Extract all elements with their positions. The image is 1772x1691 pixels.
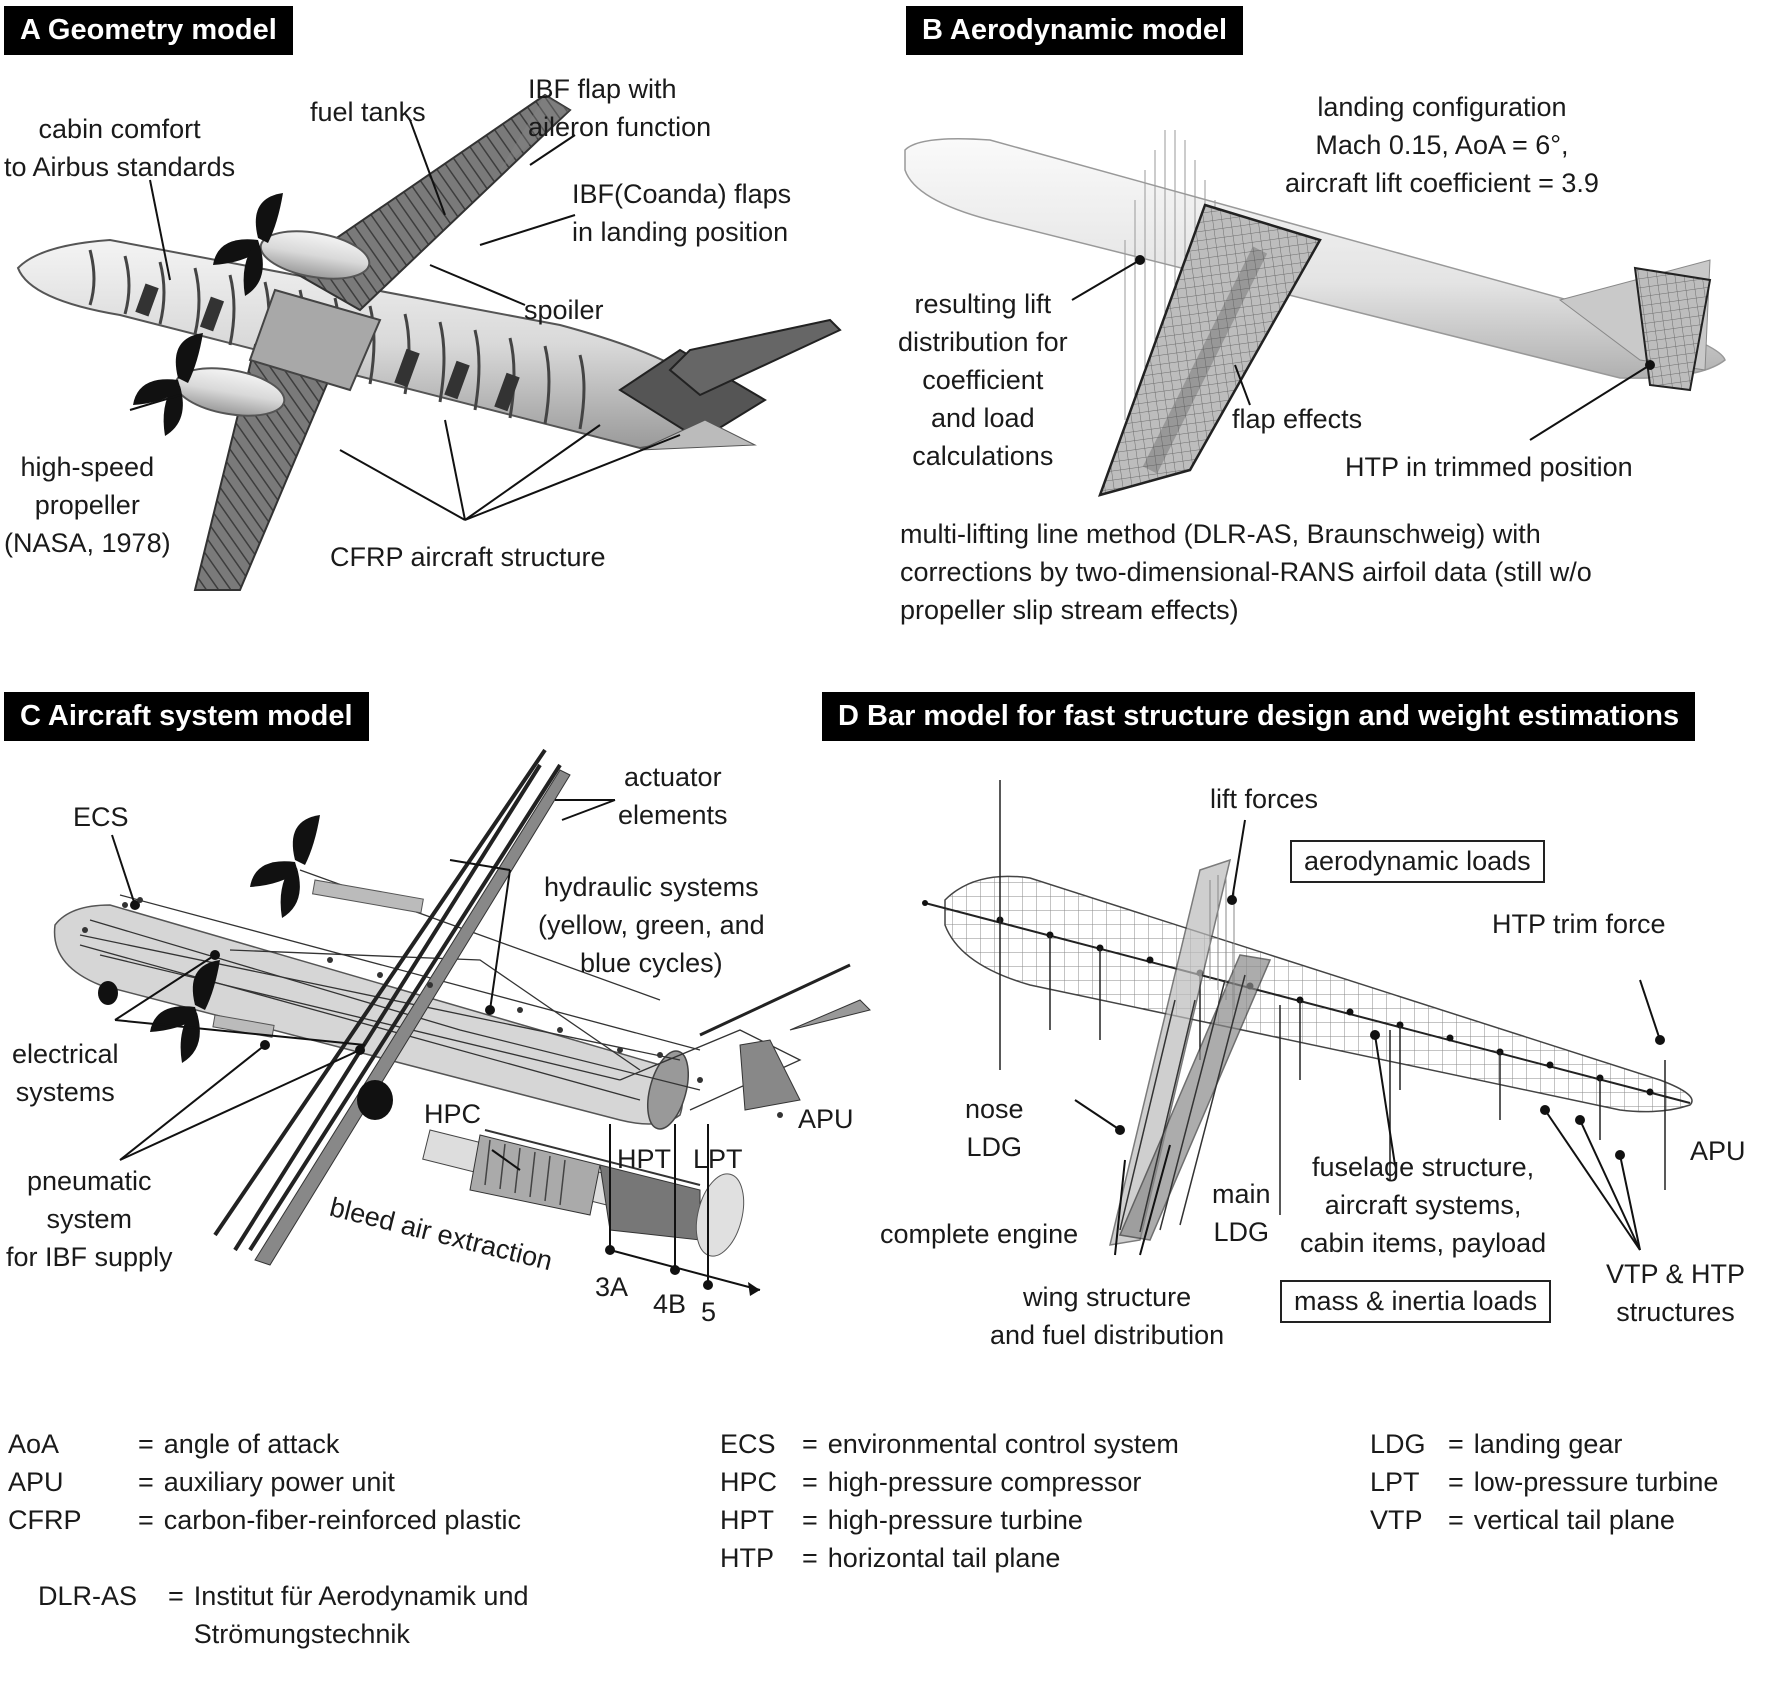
glossary-def: environmental control system xyxy=(827,1429,1179,1459)
glossary-abbr: LPT xyxy=(1370,1467,1420,1497)
mass-loads-box: mass & inertia loads xyxy=(1280,1280,1552,1323)
bar-model-aircraft xyxy=(922,780,1693,1256)
panel-c-title: C Aircraft system model xyxy=(4,692,369,741)
glossary-abbr: HTP xyxy=(720,1543,774,1573)
glossary-abbr: VTP xyxy=(1370,1505,1423,1535)
glossary-def: high-pressure compressor xyxy=(827,1467,1142,1497)
glossary-abbr: AoA xyxy=(8,1429,60,1459)
glossary-def: landing gear xyxy=(1473,1429,1623,1459)
fuel-tanks-label: fuel tanks xyxy=(310,97,426,127)
glossary-eq: = xyxy=(1448,1467,1464,1497)
apu-label-c: APU xyxy=(798,1104,854,1134)
glossary-abbr: HPT xyxy=(720,1505,774,1535)
glossary-eq: = xyxy=(138,1429,154,1459)
glossary-def: high-pressure turbine xyxy=(827,1505,1083,1535)
glossary-abbr: LDG xyxy=(1370,1429,1426,1459)
glossary-def: horizontal tail plane xyxy=(827,1543,1061,1573)
figure-artwork xyxy=(16,93,1726,1296)
station-4b-label: 4B xyxy=(653,1289,687,1319)
glossary-def: angle of attack xyxy=(163,1429,340,1459)
glossary-abbr: DLR-AS xyxy=(38,1581,138,1611)
hpt-label: HPT xyxy=(617,1144,671,1174)
electrical-label: electrical systems xyxy=(12,1039,119,1107)
method-description: multi-lifting line method (DLR-AS, Braun… xyxy=(900,519,1592,625)
glossary-def: low-pressure turbine xyxy=(1473,1467,1719,1497)
vtp-htp-label: VTP & HTP structures xyxy=(1606,1259,1746,1327)
glossary-eq: = xyxy=(138,1467,154,1497)
glossary-eq: = xyxy=(168,1581,184,1611)
glossary-eq: = xyxy=(1448,1429,1464,1459)
station-3a-label: 3A xyxy=(595,1272,629,1302)
glossary-item: VTP = vertical tail plane xyxy=(1370,1501,1675,1539)
geometry-aircraft xyxy=(16,93,842,591)
landing-config-label: landing configuration Mach 0.15, AoA = 6… xyxy=(1285,92,1599,198)
flap-effects-label: flap effects xyxy=(1232,404,1363,434)
station-5-label: 5 xyxy=(701,1297,717,1327)
glossary-item: APU = auxiliary power unit xyxy=(8,1463,395,1501)
glossary-def: vertical tail plane xyxy=(1473,1505,1675,1535)
glossary-item: AoA = angle of attack xyxy=(8,1425,339,1463)
htp-trim-label: HTP trim force xyxy=(1492,909,1666,939)
glossary-item: LPT = low-pressure turbine xyxy=(1370,1463,1718,1501)
glossary-eq: = xyxy=(802,1505,818,1535)
aero-loads-box: aerodynamic loads xyxy=(1290,840,1545,883)
complete-engine-label: complete engine xyxy=(880,1219,1079,1249)
hydraulic-label: hydraulic systems (yellow, green, and bl… xyxy=(538,872,765,978)
glossary-item: HPT = high-pressure turbine xyxy=(720,1501,1083,1539)
propeller-label: high-speed propeller (NASA, 1978) xyxy=(4,452,171,558)
cabin-label: cabin comfort to Airbus standards xyxy=(4,114,236,182)
glossary-item: DLR-AS = Institut für Aerodynamik und Strö… xyxy=(8,1539,528,1691)
glossary-abbr: CFRP xyxy=(8,1505,82,1535)
glossary-item: HTP = horizontal tail plane xyxy=(720,1539,1060,1577)
glossary-item: LDG = landing gear xyxy=(1370,1425,1622,1463)
hpc-label: HPC xyxy=(424,1099,482,1129)
ibf-flap-aileron-label: IBF flap with aileron function xyxy=(528,74,712,142)
panel-b-title: B Aerodynamic model xyxy=(906,6,1244,55)
ibf-coanda-label: IBF(Coanda) flaps in landing position xyxy=(572,179,792,247)
glossary-item: HPC = high-pressure compressor xyxy=(720,1463,1141,1501)
glossary-eq: = xyxy=(1448,1505,1464,1535)
glossary-item: CFRP = carbon-fiber-reinforced plastic xyxy=(8,1501,521,1539)
aerodynamic-aircraft xyxy=(904,130,1726,497)
glossary-def: Institut für Aerodynamik und Strömungste… xyxy=(193,1581,529,1649)
cfrp-label: CFRP aircraft structure xyxy=(330,542,606,572)
htp-trimmed-label: HTP in trimmed position xyxy=(1345,452,1633,482)
actuator-label: actuator elements xyxy=(618,762,728,830)
glossary-eq: = xyxy=(138,1505,154,1535)
lpt-label: LPT xyxy=(693,1144,743,1174)
glossary-item: ECS = environmental control system xyxy=(720,1425,1179,1463)
lift-forces-label: lift forces xyxy=(1210,784,1319,814)
wing-structure-label: wing structure and fuel distribution xyxy=(990,1282,1225,1350)
glossary-eq: = xyxy=(802,1467,818,1497)
apu-label-d: APU xyxy=(1690,1136,1746,1166)
spoiler-label: spoiler xyxy=(524,295,604,325)
glossary-eq: = xyxy=(802,1429,818,1459)
glossary-abbr: APU xyxy=(8,1467,64,1497)
main-ldg-label: main LDG xyxy=(1212,1179,1271,1247)
panel-d-title: D Bar model for fast structure design an… xyxy=(822,692,1696,741)
panel-a-title: A Geometry model xyxy=(4,6,293,55)
lift-distribution-label: resulting lift distribution for coeffici… xyxy=(898,289,1068,471)
nose-ldg-label: nose LDG xyxy=(965,1094,1024,1162)
pneumatic-label: pneumatic system for IBF supply xyxy=(6,1166,173,1272)
system-aircraft xyxy=(53,748,871,1296)
glossary-abbr: HPC xyxy=(720,1467,778,1497)
glossary-def: auxiliary power unit xyxy=(163,1467,395,1497)
ecs-label: ECS xyxy=(73,802,129,832)
glossary-eq: = xyxy=(802,1543,818,1573)
glossary-def: carbon-fiber-reinforced plastic xyxy=(163,1505,521,1535)
glossary-abbr: ECS xyxy=(720,1429,776,1459)
fuselage-label: fuselage structure, aircraft systems, ca… xyxy=(1300,1152,1547,1258)
